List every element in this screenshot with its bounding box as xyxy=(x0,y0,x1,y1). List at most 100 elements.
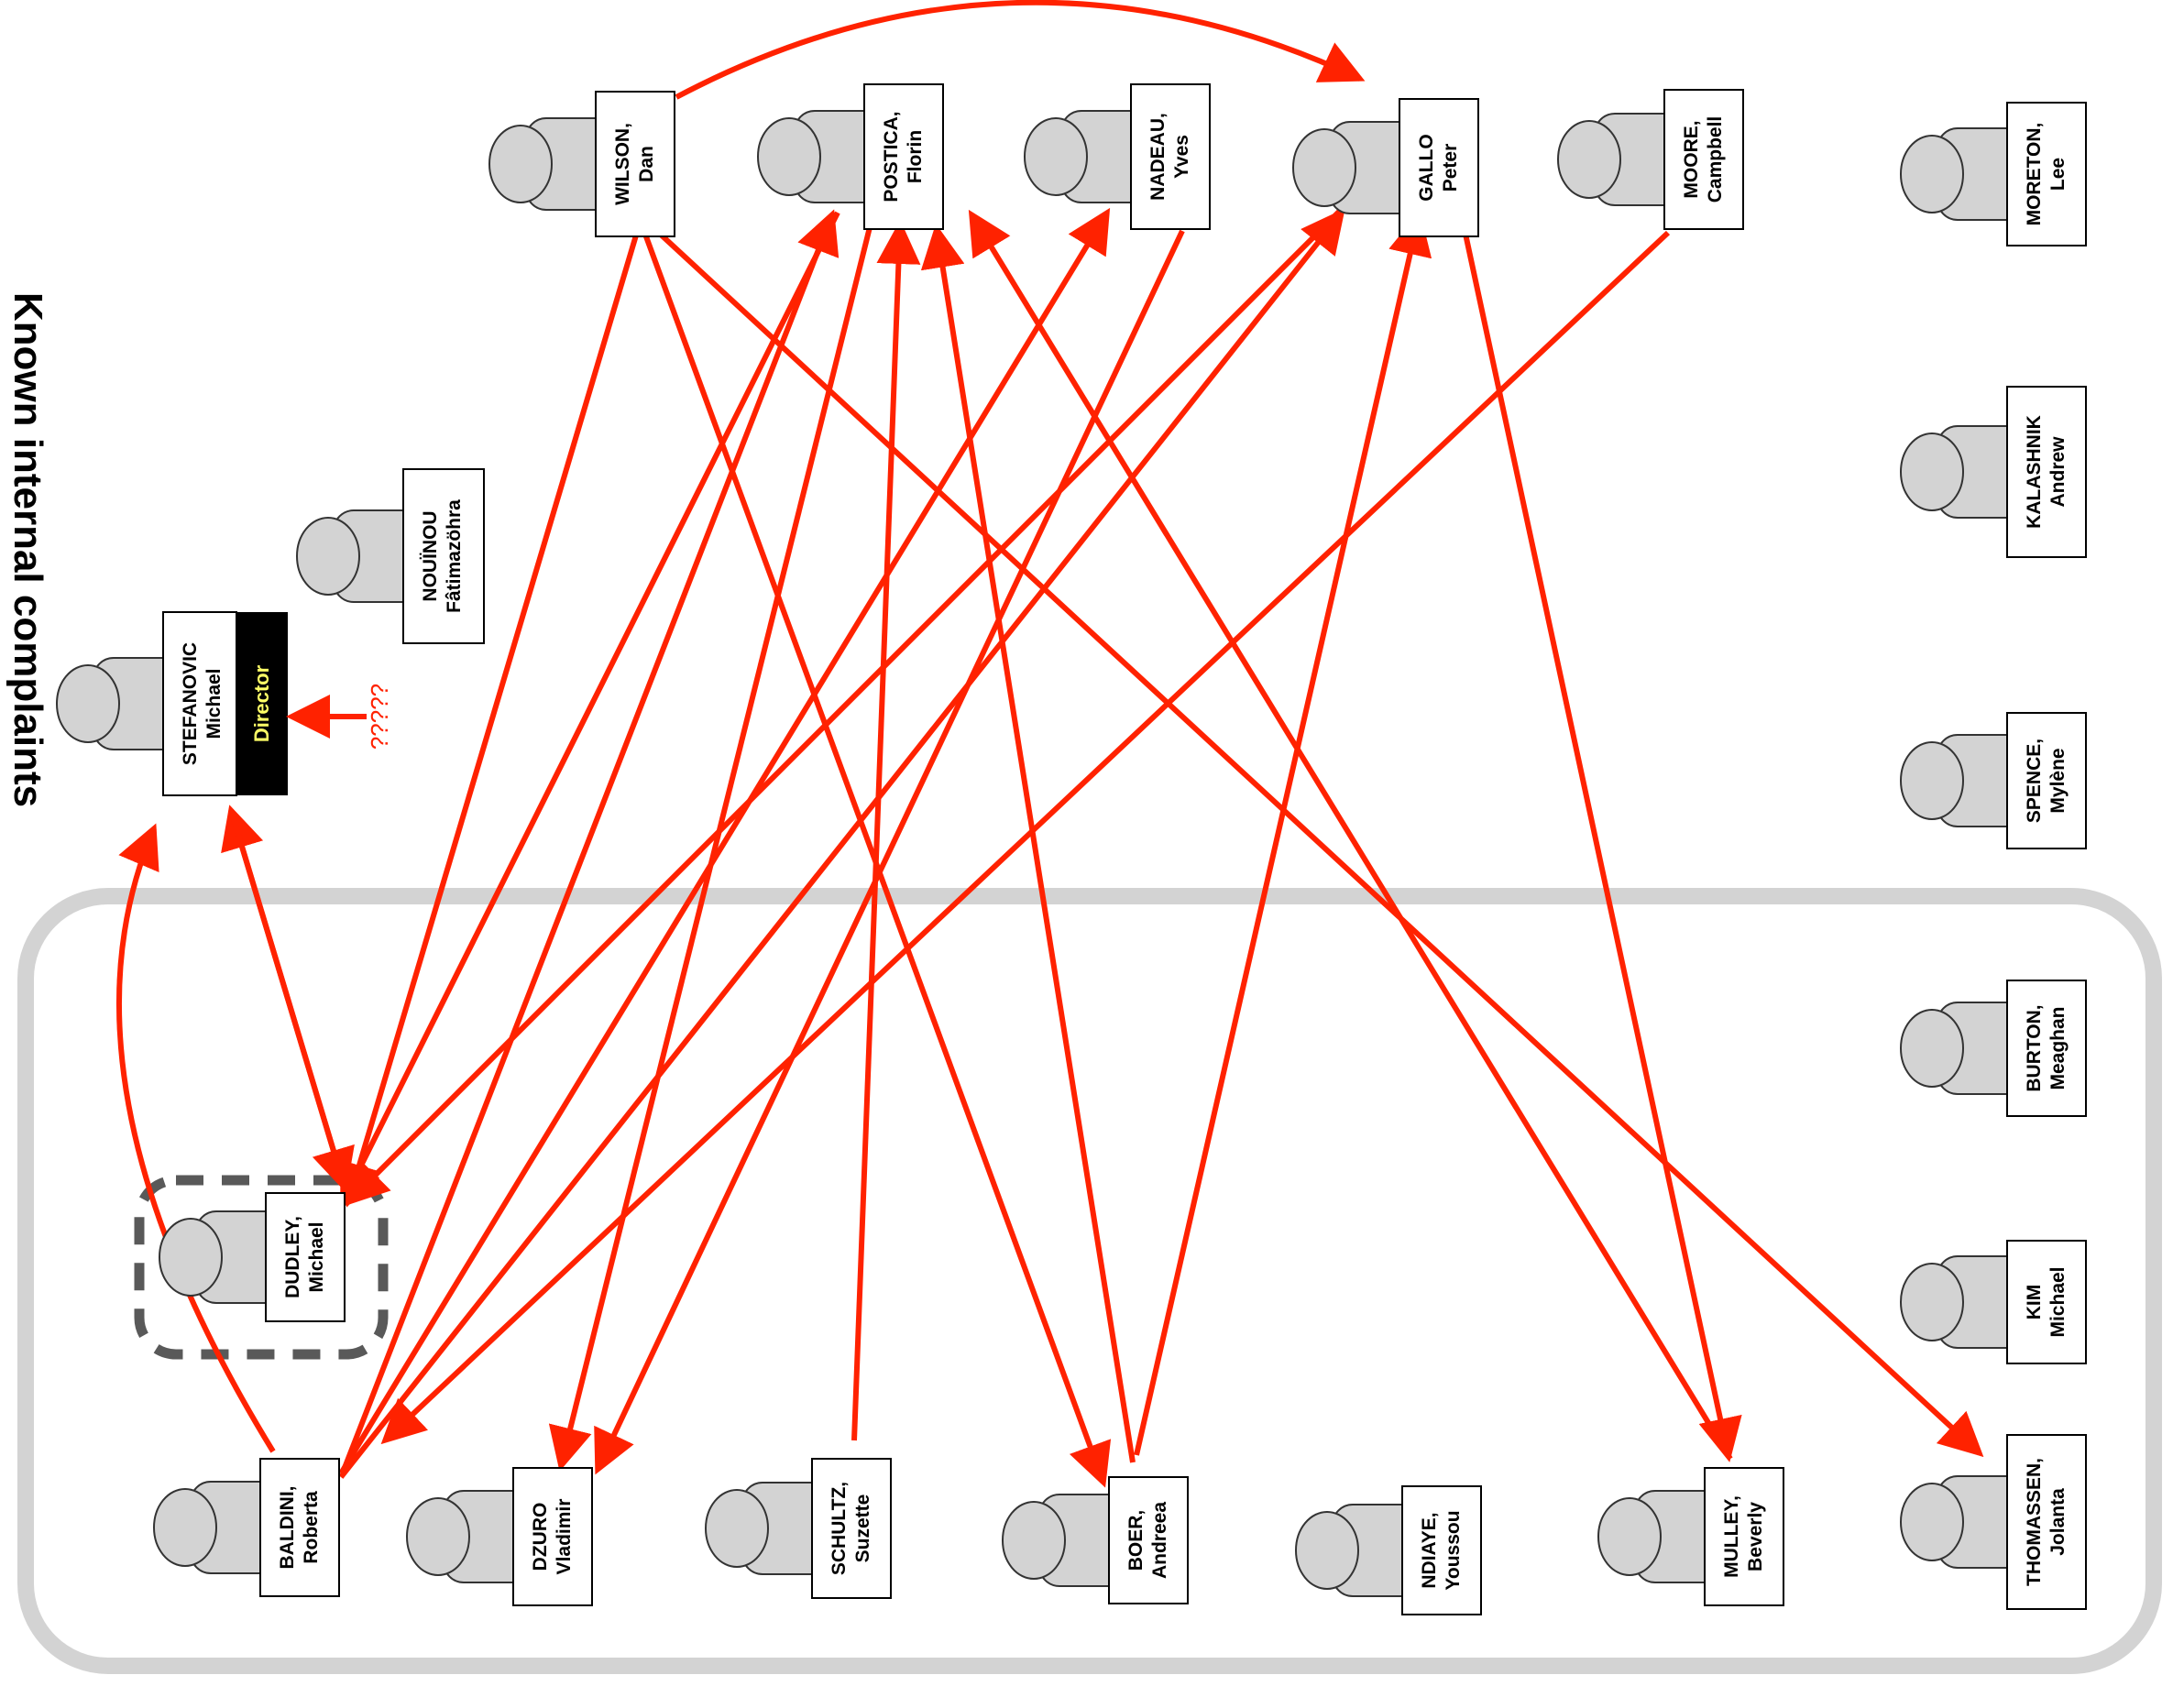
person-label-box xyxy=(595,91,675,237)
person-last-name: BALDINI, xyxy=(277,1486,298,1570)
unknown-question-marks: ????? xyxy=(366,684,393,750)
person-burton: BURTON,Meaghan xyxy=(1900,980,2087,1117)
person-first-name: Youssou xyxy=(1443,1510,1464,1590)
person-label-box xyxy=(402,468,485,644)
person-avatar-icon xyxy=(1024,110,1131,203)
person-moreton: MORETON,Lee xyxy=(1900,102,2087,246)
complaint-arrow-boer-to-postica xyxy=(920,224,1136,1463)
person-avatar-icon xyxy=(1900,1255,2007,1349)
person-first-name: Roberta xyxy=(301,1491,322,1564)
person-avatar-icon xyxy=(1292,121,1399,214)
complaint-arrow-mulley-to-postica xyxy=(968,209,1733,1461)
person-avatar-icon xyxy=(1557,113,1664,206)
person-first-name: Peter xyxy=(1440,144,1461,192)
person-label-box xyxy=(1704,1467,1784,1606)
person-first-name: Florin xyxy=(905,130,926,183)
person-last-name: KIM xyxy=(2024,1285,2045,1320)
person-mulley: MULLEY,Beverly xyxy=(1597,1467,1784,1606)
person-avatar-icon xyxy=(757,110,864,203)
person-first-name: Vladimir xyxy=(554,1499,575,1575)
person-first-name: Andreea xyxy=(1149,1502,1170,1579)
person-last-name: BOER, xyxy=(1125,1510,1147,1571)
person-nadeau: NADEAU,Yves xyxy=(1024,83,1211,230)
person-avatar-icon xyxy=(705,1482,812,1575)
person-last-name: SCHULTZ, xyxy=(829,1482,850,1575)
page-title: Known internal complaints xyxy=(5,292,50,807)
director-badge: Director xyxy=(236,612,288,795)
person-label-box xyxy=(1663,89,1744,230)
complaint-arrow-wilson-to-boer xyxy=(641,227,1112,1488)
highlight-dashed-box xyxy=(134,1175,389,1360)
person-last-name: DUDLEY, xyxy=(282,1216,303,1298)
person-last-name: GALLO xyxy=(1416,134,1437,202)
person-first-name: Suzette xyxy=(852,1494,873,1563)
person-last-name: NADEAU, xyxy=(1147,113,1169,201)
person-avatar-icon xyxy=(488,117,596,211)
person-first-name: Michael xyxy=(306,1221,327,1292)
person-avatar-icon xyxy=(56,657,163,750)
complaint-arrow-moore-to-baldini xyxy=(380,230,1671,1445)
person-avatar-icon xyxy=(153,1481,260,1574)
person-label-box xyxy=(2006,1240,2087,1364)
person-last-name: NOUÏNOU xyxy=(420,510,441,601)
person-last-name: POSTICA, xyxy=(881,111,902,202)
person-baldini: BALDINI,Roberta xyxy=(153,1458,340,1597)
person-avatar-icon xyxy=(406,1490,513,1583)
complaint-arrow-baldini-to-stefanovic xyxy=(115,823,276,1453)
person-label-box xyxy=(2006,386,2087,558)
person-avatar-icon xyxy=(1900,734,2007,827)
person-last-name: WILSON, xyxy=(612,123,633,205)
person-label-box xyxy=(2006,980,2087,1117)
person-avatar-icon xyxy=(1900,1475,2007,1569)
complaint-arrow-schultz-to-postica xyxy=(851,220,921,1441)
person-last-name: MORETON, xyxy=(2024,123,2045,226)
person-label-box xyxy=(512,1467,593,1606)
person-first-name: Michael xyxy=(203,668,225,739)
person-avatar-icon xyxy=(1900,127,2007,221)
person-last-name: SPENCE, xyxy=(2024,739,2045,823)
complaint-arrow-wilson-to-dudley xyxy=(337,228,641,1208)
person-last-name: STEFANOVIC xyxy=(180,642,201,765)
person-avatar-icon xyxy=(1002,1494,1109,1587)
person-moore: MOORE,Campbell xyxy=(1557,89,1744,230)
person-avatar-icon xyxy=(1900,425,2007,519)
complaint-arrows xyxy=(115,0,1984,1488)
person-last-name: DZURO xyxy=(530,1503,551,1571)
person-ndiaye: NDIAYE,Youssou xyxy=(1295,1485,1482,1615)
person-last-name: KALASHNIK xyxy=(2024,415,2045,529)
person-first-name: Andrew xyxy=(2047,436,2069,508)
complaint-arrow-stefanovic-to-dudley xyxy=(228,809,355,1193)
person-first-name: Fâtimazöhra xyxy=(444,499,465,613)
person-avatar-icon xyxy=(159,1210,266,1304)
person-first-name: Meaghan xyxy=(2047,1006,2069,1089)
person-last-name: MULLEY, xyxy=(1721,1495,1742,1578)
person-first-name: Dan xyxy=(636,146,657,182)
person-label-box xyxy=(1130,83,1211,230)
person-label-box xyxy=(811,1458,892,1599)
complaint-arrow-baldini-to-postica xyxy=(342,209,840,1470)
person-schultz: SCHULTZ,Suzette xyxy=(705,1458,892,1599)
complaint-arrow-gallo-to-mulley xyxy=(1458,212,1742,1462)
person-avatar-icon xyxy=(1900,1002,2007,1095)
person-boer: BOER,Andreea xyxy=(1002,1476,1189,1604)
person-label-box xyxy=(2006,712,2087,849)
person-first-name: Beverly xyxy=(1745,1502,1766,1571)
complaint-arrow-nadeau-to-dzuro xyxy=(594,229,1185,1475)
person-label-box xyxy=(1108,1476,1189,1604)
complaint-arrow-wilson-to-gallo xyxy=(675,0,1366,100)
person-avatar-icon xyxy=(296,509,403,603)
person-first-name: Mylène xyxy=(2047,748,2069,813)
person-dudley: DUDLEY,Michael xyxy=(159,1192,346,1322)
person-spence: SPENCE,Mylène xyxy=(1900,712,2087,849)
person-first-name: Yves xyxy=(1171,135,1192,179)
complaint-arrow-wilson-to-thomassen xyxy=(646,221,1984,1458)
person-first-name: Jolanta xyxy=(2047,1488,2069,1556)
person-wilson: WILSON,Dan xyxy=(488,91,675,237)
person-first-name: Campbell xyxy=(1705,116,1726,203)
